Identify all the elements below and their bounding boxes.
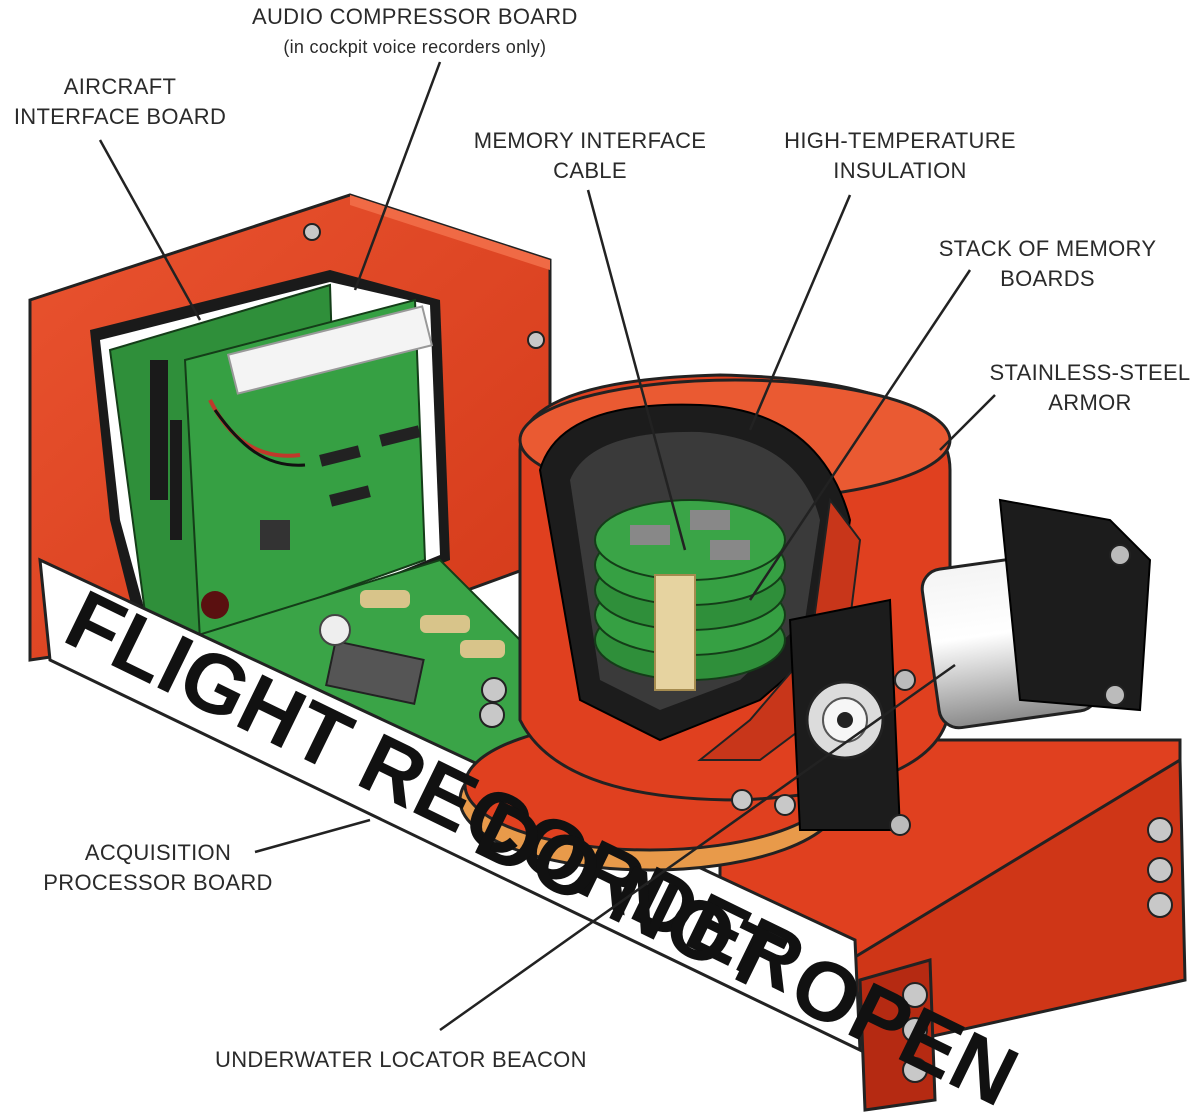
label-underwater-locator-beacon: UNDERWATER LOCATOR BEACON xyxy=(215,1045,587,1075)
label-acquisition-processor-board-line1: ACQUISITION xyxy=(84,840,232,865)
label-underwater-locator-beacon-line1: UNDERWATER LOCATOR BEACON xyxy=(215,1047,587,1072)
audio-compressor-board xyxy=(183,298,434,642)
label-stainless-steel-armor-line2: ARMOR xyxy=(1048,390,1132,415)
label-memory-interface-cable-line1: MEMORY INTERFACE xyxy=(473,128,707,153)
label-audio-compressor-board-line2: (in cockpit voice recorders only) xyxy=(283,37,547,57)
label-high-temperature-insulation-line1: HIGH-TEMPERATURE xyxy=(784,128,1016,153)
underwater-locator-beacon xyxy=(788,498,1152,836)
label-high-temperature-insulation-line2: INSULATION xyxy=(833,158,967,183)
label-aircraft-interface-board-line1: AIRCRAFT xyxy=(63,74,177,99)
label-stack-of-memory-boards: STACK OF MEMORY BOARDS xyxy=(920,234,1175,294)
memory-interface-cable xyxy=(654,574,696,691)
label-acquisition-processor-board: ACQUISITION PROCESSOR BOARD xyxy=(28,838,288,898)
label-memory-interface-cable-line2: CABLE xyxy=(553,158,627,183)
mounting-bolts xyxy=(303,223,1173,1083)
label-memory-interface-cable: MEMORY INTERFACE CABLE xyxy=(455,126,725,186)
label-acquisition-processor-board-line2: PROCESSOR BOARD xyxy=(43,870,273,895)
label-stack-of-memory-boards-line1: STACK OF MEMORY xyxy=(938,236,1157,261)
leader-lines xyxy=(98,61,996,1032)
label-audio-compressor-board: AUDIO COMPRESSOR BOARD (in cockpit voice… xyxy=(252,2,578,62)
label-stainless-steel-armor: STAINLESS-STEEL ARMOR xyxy=(980,358,1200,418)
label-stainless-steel-armor-line1: STAINLESS-STEEL xyxy=(989,360,1191,385)
label-aircraft-interface-board: AIRCRAFT INTERFACE BOARD xyxy=(0,72,240,132)
label-audio-compressor-board-line1: AUDIO COMPRESSOR BOARD xyxy=(252,4,578,29)
label-stack-of-memory-boards-line2: BOARDS xyxy=(1000,266,1095,291)
label-aircraft-interface-board-line2: INTERFACE BOARD xyxy=(13,104,227,129)
label-high-temperature-insulation: HIGH-TEMPERATURE INSULATION xyxy=(765,126,1035,186)
